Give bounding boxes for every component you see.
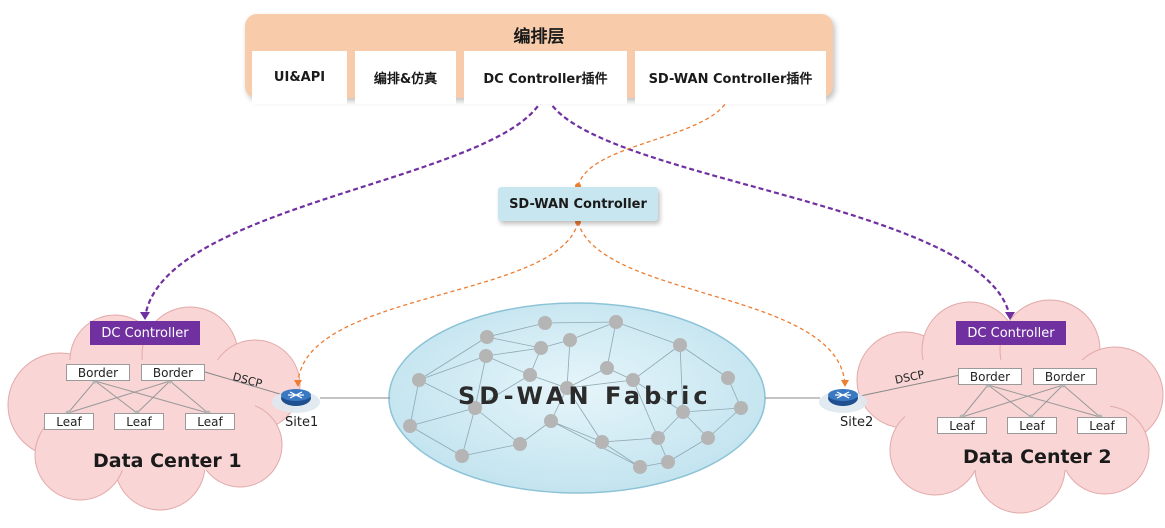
sdwan-controller-box: SD-WAN Controller: [498, 187, 658, 221]
site2-label: Site2: [840, 415, 874, 430]
dc1-name: Data Center 1: [93, 450, 242, 472]
router-icon: [819, 389, 867, 413]
dc2-dscp-link: [859, 374, 961, 397]
dc1-leaf-node: Leaf: [114, 413, 164, 430]
site1-arrowhead: [294, 380, 302, 387]
dc1-controller-label: DC Controller: [90, 321, 200, 345]
ui-api-box: UI&API: [252, 51, 347, 104]
fabric-title: SD-WAN Fabric: [458, 382, 712, 410]
dc1-dscp-link: [204, 371, 291, 398]
dc2-name: Data Center 2: [963, 446, 1112, 468]
orchestration-simulation-box: 编排&仿真: [355, 51, 456, 104]
orchestration-layer: 编排层 UI&API 编排&仿真 DC Controller插件 SD-WAN …: [245, 14, 833, 104]
orch-dc1-link: [143, 91, 547, 319]
fabric-mesh: [403, 315, 748, 474]
dc2-leaf-node: Leaf: [1077, 417, 1127, 434]
dc1-topology: [65, 378, 211, 416]
sdwan-site2-link: [577, 221, 846, 386]
dc2-arrowhead: [1005, 312, 1015, 320]
dc2-leaf-node: Leaf: [1007, 417, 1057, 434]
dc2-border-node: Border: [958, 368, 1022, 385]
dc1-leaf-node: Leaf: [185, 413, 235, 430]
sdwan-site1-link: [297, 221, 579, 386]
dc1-arrowhead: [140, 312, 150, 320]
dc2-border-node: Border: [1033, 368, 1097, 385]
dc1-leaf-node: Leaf: [44, 413, 94, 430]
site1-label: Site1: [285, 415, 319, 430]
orch-sdwan-link: [577, 91, 732, 187]
dc-controller-plugin-box: DC Controller插件: [464, 51, 627, 104]
router-icon: [272, 389, 320, 413]
dc2-controller-label: DC Controller: [956, 321, 1066, 345]
sdwan-controller-plugin-box: SD-WAN Controller插件: [635, 51, 826, 104]
dc2-leaf-node: Leaf: [937, 417, 987, 434]
dc1-border-node: Border: [66, 364, 130, 381]
site2-arrowhead: [841, 380, 849, 387]
dc1-border-node: Border: [141, 364, 205, 381]
orchestration-title: 编排层: [513, 27, 565, 47]
